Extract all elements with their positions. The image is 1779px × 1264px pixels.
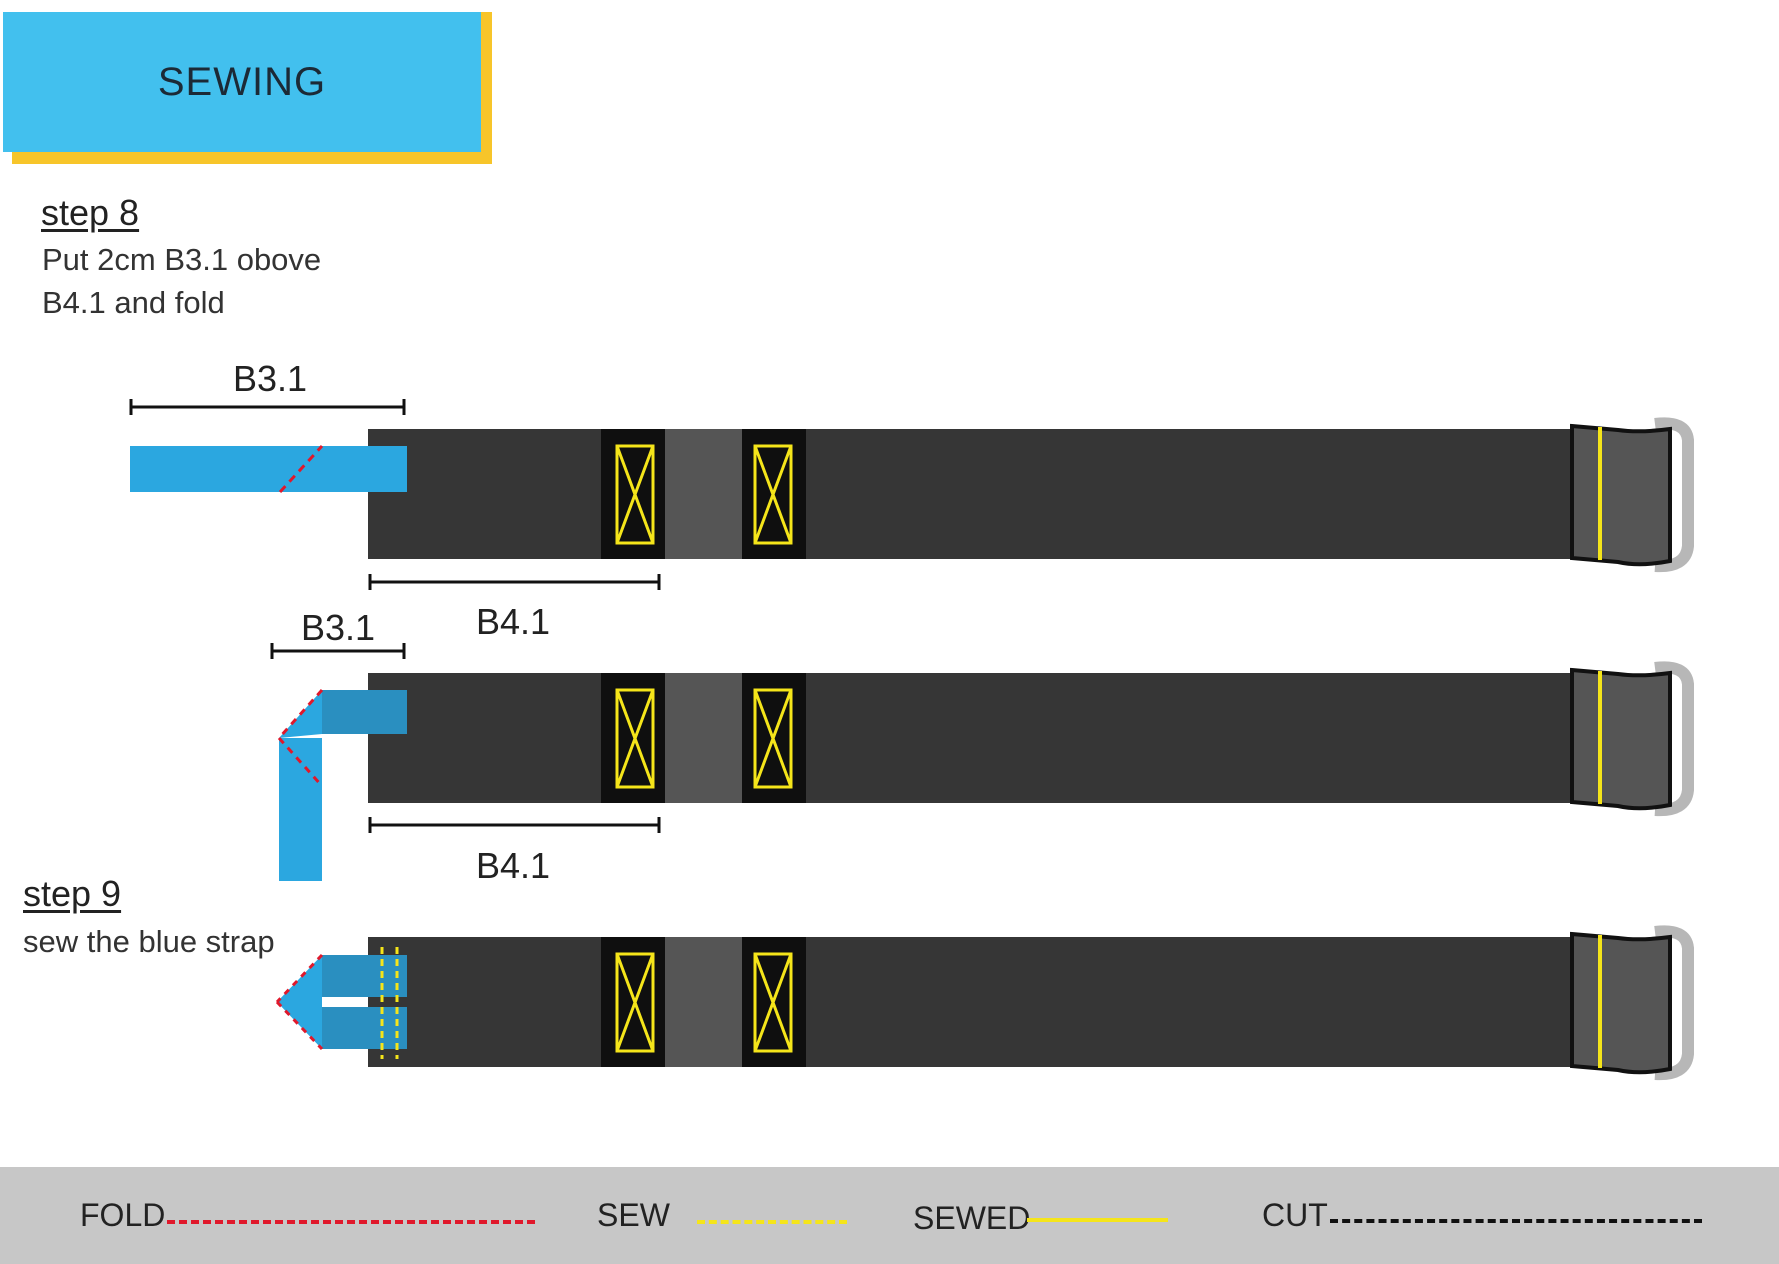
- bartack-1: [601, 673, 665, 803]
- label-b31: B3.1: [233, 358, 308, 399]
- bartack-2: [742, 937, 806, 1067]
- step-8-instruction-line-2: B4.1 and fold: [42, 285, 225, 320]
- legend-sew-label: SEW: [597, 1197, 670, 1233]
- label-b41-mid: B4.1: [476, 845, 551, 886]
- main-strap: [368, 673, 1578, 803]
- bartack-2: [742, 429, 806, 559]
- blue-strap-sewn: [275, 947, 407, 1059]
- step-8-instruction-line-1: Put 2cm B3.1 obove: [42, 242, 322, 277]
- strap-band: [665, 429, 743, 559]
- strap-row-3: [275, 925, 1694, 1081]
- title-banner: SEWING: [3, 12, 481, 152]
- strap-row-2: [270, 643, 1694, 881]
- buckle-end: [1570, 925, 1694, 1081]
- legend-fold-line: [167, 1220, 535, 1224]
- buckle-end: [1570, 417, 1694, 573]
- dimension-b41-mid: [368, 817, 661, 833]
- legend-sew-line: [697, 1220, 847, 1224]
- strap-band: [665, 937, 743, 1067]
- legend-cut-label: CUT: [1262, 1197, 1328, 1233]
- legend-fold-label: FOLD: [80, 1197, 166, 1233]
- legend-sewed-label: SEWED: [913, 1200, 1031, 1236]
- step-9-instruction: sew the blue strap: [23, 924, 275, 959]
- step-9-title: step 9: [23, 873, 122, 914]
- bartack-1: [601, 937, 665, 1067]
- dimension-b31: [129, 399, 406, 415]
- main-strap: [368, 429, 1578, 559]
- main-strap: [368, 937, 1578, 1067]
- page-title: SEWING: [157, 59, 327, 104]
- legend-cut-line: [1330, 1219, 1702, 1223]
- strap-band: [665, 673, 743, 803]
- dimension-b41: [368, 574, 661, 590]
- strap-row-1: [129, 399, 1694, 590]
- blue-strap-b31: [130, 444, 407, 494]
- bartack-2: [742, 673, 806, 803]
- buckle-end: [1570, 661, 1694, 817]
- label-b31-mid: B3.1: [301, 607, 376, 648]
- dimension-b31-mid: [270, 643, 406, 659]
- legend: FOLD SEW SEWED CUT: [0, 1167, 1779, 1264]
- legend-sewed-line: [1027, 1218, 1168, 1222]
- blue-strap-folded: [277, 688, 407, 881]
- label-b41: B4.1: [476, 601, 551, 642]
- step-8-title: step 8: [41, 192, 140, 233]
- bartack-1: [601, 429, 665, 559]
